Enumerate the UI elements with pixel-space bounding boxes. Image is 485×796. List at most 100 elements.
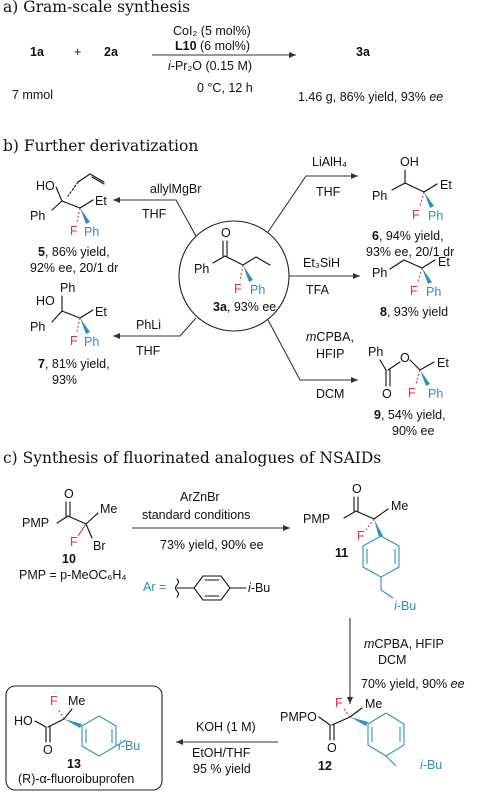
compound-13-name: (R)-α-fluoroibuprofen bbox=[18, 772, 134, 786]
structure-11: O PMP Me F i-Bu bbox=[303, 482, 416, 613]
compound-8-num: 8 bbox=[380, 305, 387, 319]
atom-ph-blue: Ph bbox=[428, 387, 443, 401]
caption-7-line2: 93% bbox=[52, 373, 77, 387]
structure-7: Ph HO Ph Et Ph F bbox=[30, 281, 107, 349]
atom-ph: Ph bbox=[194, 262, 209, 276]
atom-ho: HO bbox=[14, 714, 33, 728]
atom-f: F bbox=[357, 529, 365, 543]
solvent-dcm-b: DCM bbox=[316, 387, 344, 401]
atom-et: Et bbox=[438, 255, 450, 269]
atom-ph-blue: Ph bbox=[428, 209, 443, 223]
caption-5-line2: 92% ee, 20/1 dr bbox=[30, 261, 118, 275]
atom-ibu-13: i-Bu bbox=[118, 739, 140, 753]
atom-ph-blue: Ph bbox=[84, 335, 99, 349]
solvent-phli: THF bbox=[136, 344, 161, 358]
structure-10: O PMP Me Br F bbox=[22, 487, 117, 553]
structure-8: Ph Et Ph F bbox=[372, 255, 450, 299]
ar-ibu-label: i-Bu bbox=[248, 581, 270, 595]
mcpba2-m: m bbox=[364, 637, 374, 651]
atom-pmp: PMP bbox=[22, 516, 49, 530]
solvent-allyl: THF bbox=[142, 207, 167, 221]
product-box bbox=[5, 685, 163, 791]
ibu13-text: -Bu bbox=[121, 739, 141, 753]
compound-5-yield: , 86% yield, bbox=[45, 245, 110, 259]
section-a-title: a) Gram-scale synthesis bbox=[3, 0, 190, 16]
atom-f: F bbox=[70, 535, 78, 549]
atom-f: F bbox=[70, 334, 78, 348]
atom-ho: HO bbox=[36, 179, 55, 193]
atom-br: Br bbox=[93, 539, 106, 553]
compound-5-num: 5 bbox=[38, 245, 45, 259]
atom-f: F bbox=[335, 696, 343, 710]
amount-label: 7 mmol bbox=[12, 88, 53, 102]
center-caption: 3a, 93% ee bbox=[213, 300, 276, 314]
reagent-lialh4: LiAlH₄ bbox=[312, 155, 347, 169]
atom-oh: OH bbox=[400, 155, 419, 169]
atom-ho: HO bbox=[36, 294, 55, 308]
reagent-allyl: allylMgBr bbox=[150, 182, 201, 196]
compound-9-num: 9 bbox=[374, 408, 381, 422]
atom-o: O bbox=[352, 482, 362, 496]
caption-5-line1: 5, 86% yield, bbox=[38, 245, 110, 259]
atom-ph: Ph bbox=[372, 266, 387, 280]
step-c1-yield: 73% yield, 90% ee bbox=[160, 538, 264, 552]
step-c2-solvent: DCM bbox=[378, 653, 406, 667]
solvent-lialh4: THF bbox=[316, 185, 341, 199]
atom-ph: Ph bbox=[30, 209, 45, 223]
atom-o: O bbox=[64, 487, 74, 501]
catalyst-label: CoI₂ (5 mol%) bbox=[173, 24, 251, 38]
compound-7-yield: , 81% yield, bbox=[45, 357, 110, 371]
section-b-title: b) Further derivatization bbox=[3, 137, 198, 155]
ibu-text: -Bu bbox=[251, 581, 271, 595]
atom-o: O bbox=[400, 351, 410, 365]
atom-et: Et bbox=[95, 305, 107, 319]
caption-6-line1: 6, 94% yield, bbox=[372, 229, 444, 243]
structure-13: F Me HO O i-Bu bbox=[14, 694, 140, 757]
gram-result-text: 1.46 g, 86% yield, 93% bbox=[298, 90, 426, 104]
ibu12-text: -Bu bbox=[423, 758, 443, 772]
atom-f: F bbox=[410, 284, 418, 298]
atom-o: O bbox=[382, 387, 392, 401]
atom-f: F bbox=[408, 386, 416, 400]
temp-label: 0 °C, 12 h bbox=[197, 81, 253, 95]
structure-9: Ph O O Et Ph F bbox=[368, 345, 449, 401]
plus-sign: + bbox=[74, 45, 81, 59]
ligand-code: L10 bbox=[175, 39, 197, 53]
atom-f: F bbox=[412, 208, 420, 222]
atom-ph-blue: Ph bbox=[84, 225, 99, 239]
section-c-title: c) Synthesis of fluorinated analogues of… bbox=[3, 449, 381, 467]
solvent-prefix: i bbox=[168, 59, 172, 73]
structure-5: HO Ph Et Ph F bbox=[30, 173, 107, 239]
atom-ph: Ph bbox=[30, 320, 45, 334]
atom-ibu-11: i-Bu bbox=[394, 599, 416, 613]
arrow-to-7 bbox=[113, 317, 197, 339]
reactant-2a: 2a bbox=[104, 45, 119, 59]
atom-pmpo: PMPO bbox=[280, 710, 317, 724]
arrow-to-9 bbox=[267, 319, 358, 383]
gram-result: 1.46 g, 86% yield, 93% ee bbox=[298, 90, 443, 104]
atom-et: Et bbox=[95, 194, 107, 208]
step-c2-yield: 70% yield, 90% ee bbox=[361, 677, 465, 691]
atom-me: Me bbox=[100, 502, 117, 516]
atom-ph: Ph bbox=[60, 281, 75, 295]
caption-9-line1: 9, 54% yield, bbox=[374, 408, 446, 422]
solvent-tfa: TFA bbox=[306, 283, 330, 297]
reactant-1a: 1a bbox=[30, 45, 45, 59]
arrow-to-5 bbox=[113, 197, 197, 237]
caption-8: 8, 93% yield bbox=[380, 305, 448, 319]
ibu12-i: i bbox=[420, 758, 424, 772]
compound-13-num: 13 bbox=[67, 757, 81, 771]
ligand-label: L10 (6 mol%) bbox=[175, 39, 250, 53]
structure-6: OH Ph Et Ph F bbox=[372, 155, 452, 223]
caption-9-line2: 90% ee bbox=[392, 424, 434, 438]
solvent-etoh-thf: EtOH/THF bbox=[192, 746, 251, 760]
standard-conditions: standard conditions bbox=[142, 508, 250, 522]
reagent-mcpba-b: mCPBA, bbox=[306, 330, 354, 344]
product-3a: 3a bbox=[356, 45, 371, 59]
mcpba-m: m bbox=[306, 330, 316, 344]
mcpba-text: CPBA, bbox=[316, 330, 354, 344]
arrow-to-6 bbox=[267, 173, 358, 233]
atom-me: Me bbox=[365, 697, 382, 711]
atom-o: O bbox=[43, 743, 53, 757]
